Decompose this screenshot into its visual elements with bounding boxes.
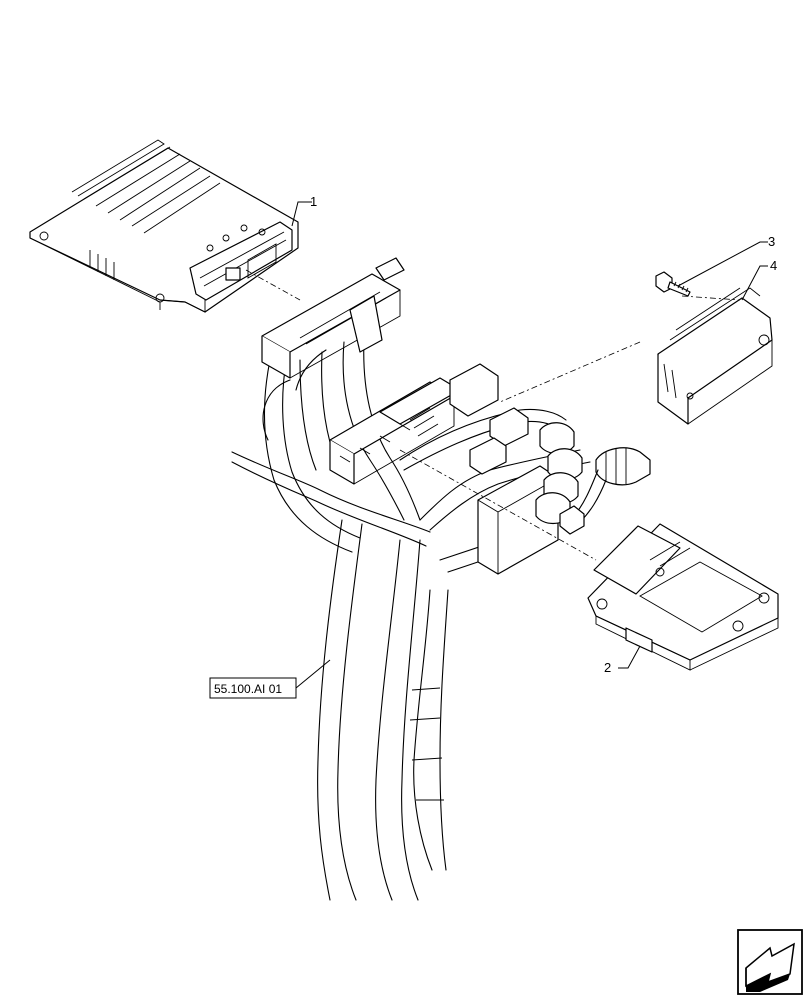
ecu-module-part-2 xyxy=(587,523,779,671)
callout-2-label: 2 xyxy=(604,660,611,675)
ecu-module-part-1 xyxy=(29,139,299,313)
harness-connector-right xyxy=(469,407,651,575)
callout-1-label: 1 xyxy=(310,194,317,209)
bolt-part-3 xyxy=(655,271,691,297)
harness-connector-middle xyxy=(329,363,499,485)
connection-lines xyxy=(245,269,741,561)
callout-2: 2 xyxy=(604,645,641,675)
callout-1: 1 xyxy=(291,194,317,227)
arrow-navigation-icon[interactable] xyxy=(737,929,803,995)
wiring-harness xyxy=(231,339,591,901)
callout-4-label: 4 xyxy=(770,258,777,273)
bracket-module-part-4 xyxy=(657,287,773,425)
callout-4: 4 xyxy=(741,258,777,301)
harness-connector-top xyxy=(261,257,405,379)
reference-label[interactable]: 55.100.AI 01 xyxy=(209,659,331,699)
reference-box[interactable] xyxy=(209,677,297,699)
callout-3-label: 3 xyxy=(768,234,775,249)
callout-3: 3 xyxy=(677,234,775,287)
reference-text[interactable]: 55.100.AI 01 xyxy=(214,682,282,696)
